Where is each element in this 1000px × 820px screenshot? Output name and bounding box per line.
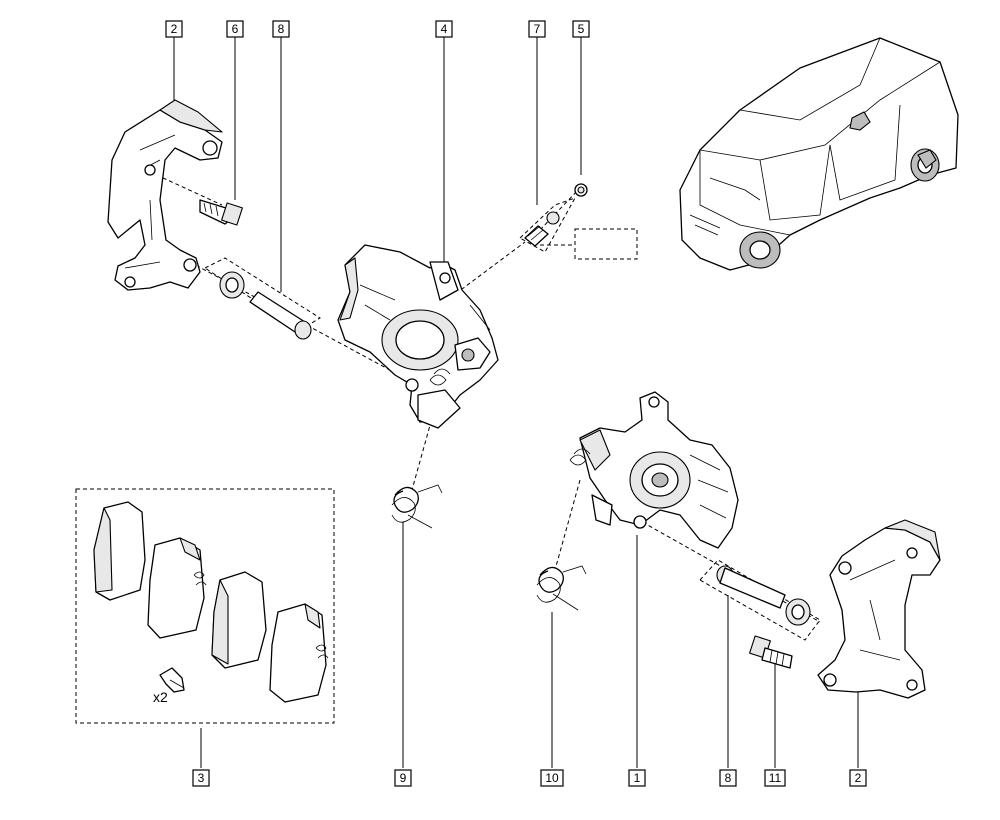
guide-pin-and-bush-bottom: [716, 565, 811, 626]
svg-text:8: 8: [725, 771, 732, 785]
callout-6-top: 6: [226, 20, 244, 38]
svg-text:4: 4: [441, 22, 448, 36]
callout-9-bottom: 9: [394, 769, 412, 787]
leader-lines: [173, 37, 859, 768]
callout-2-top: 2: [165, 20, 183, 38]
callout-11-bottom: 11: [764, 769, 786, 787]
callout-5-top: 5: [572, 20, 590, 38]
callout-4-top: 4: [435, 20, 453, 38]
svg-text:2: 2: [855, 771, 862, 785]
svg-text:6: 6: [232, 22, 239, 36]
caliper-spring-right: [536, 565, 587, 611]
caliper-carrier-bracket-right: [817, 519, 941, 699]
svg-text:9: 9: [400, 771, 407, 785]
caliper-spring-left: [391, 484, 443, 529]
guide-pin-and-bush-top: [219, 271, 312, 340]
callout-8-top: 8: [272, 20, 290, 38]
svg-text:8: 8: [278, 22, 285, 36]
pad-bolt-quantity-label: x2: [153, 689, 168, 705]
callout-8-bottom: 8: [719, 769, 737, 787]
svg-text:1: 1: [634, 771, 641, 785]
vehicle-illustration: [679, 37, 959, 271]
callout-10-bottom: 10: [540, 769, 564, 787]
caliper-carrier-bracket-left: [107, 99, 223, 291]
brake-caliper-top: [337, 244, 499, 429]
svg-text:10: 10: [545, 771, 559, 785]
svg-text:2: 2: [171, 22, 178, 36]
svg-text:3: 3: [198, 771, 205, 785]
brake-pad-kit: x2: [93, 501, 329, 705]
svg-text:5: 5: [578, 22, 585, 36]
callout-2-bottom: 2: [849, 769, 867, 787]
carrier-bolt-bottom: [749, 635, 793, 669]
callout-3-bottom: 3: [192, 769, 210, 787]
svg-text:11: 11: [769, 771, 782, 785]
carrier-bolt: [199, 199, 243, 226]
svg-text:7: 7: [534, 22, 541, 36]
callout-7-top: 7: [528, 20, 546, 38]
bleed-screw-and-cap: [524, 183, 588, 247]
callout-1-bottom: 1: [628, 769, 646, 787]
brake-caliper-bottom: [569, 391, 739, 549]
